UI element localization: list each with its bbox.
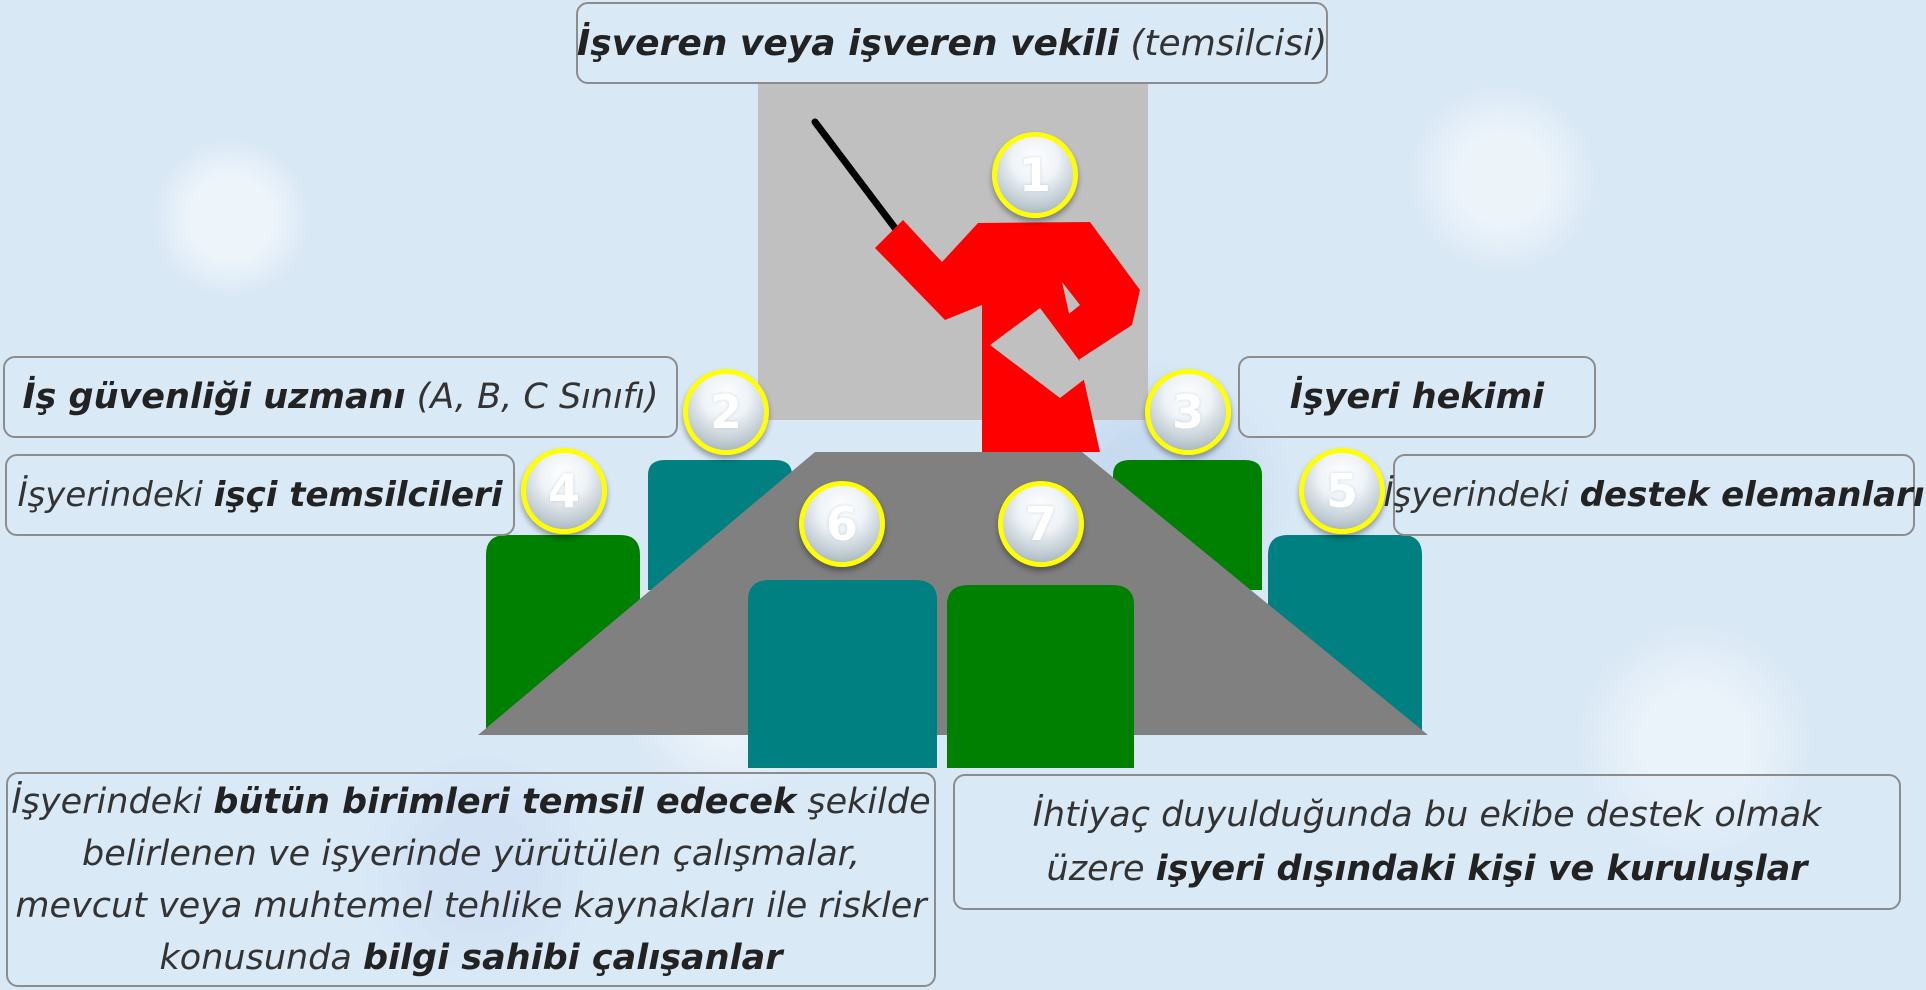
worker-representative-label: işçi temsilcileri (213, 475, 503, 515)
support-staff-prefix: İşyerindeki (1383, 475, 1580, 515)
external-support-box: İhtiyaç duyulduğunda bu ekibe destek olm… (953, 774, 1901, 910)
worker-representative-prefix: İşyerindeki (17, 475, 214, 515)
safety-expert-box: İş güvenliği uzmanı (A, B, C Sınıfı) (3, 356, 678, 438)
marker-4: 4 (521, 448, 607, 534)
marker-6: 6 (799, 481, 885, 567)
marker-5: 5 (1299, 448, 1385, 534)
workplace-doctor-box: İşyeri hekimi (1238, 356, 1596, 438)
employer-note: (temsilcisi) (1118, 22, 1328, 64)
chair-front-left (748, 580, 937, 768)
employees-bold-knowledge: bilgi sahibi çalışanlar (362, 937, 783, 978)
support-staff-box: İşyerindeki destek elemanları (1384, 454, 1924, 536)
document (990, 308, 1090, 398)
safety-expert-label: İş güvenliği uzmanı (22, 377, 406, 417)
chair-front-right (947, 585, 1134, 768)
employees-prefix-4: konusunda (159, 937, 363, 978)
support-staff-label: destek elemanları (1579, 475, 1925, 515)
external-prefix: üzere (1046, 849, 1156, 889)
marker-2: 2 (683, 369, 769, 455)
knowledgeable-employees-box: İşyerindeki bütün birimleri temsil edece… (6, 772, 936, 987)
external-bold: işyeri dışındaki kişi ve kuruluşlar (1155, 849, 1808, 889)
safety-expert-class: (A, B, C Sınıfı) (405, 377, 659, 417)
employees-bold-units: bütün birimleri temsil edecek (213, 781, 797, 822)
employees-line-2: belirlenen ve işyerinde yürütülen çalışm… (82, 833, 860, 874)
employer-box: İşveren veya işveren vekili (temsilcisi) (576, 2, 1328, 84)
employees-mid: şekilde (796, 781, 931, 822)
marker-3: 3 (1145, 369, 1231, 455)
employees-line-3: mevcut veya muhtemel tehlike kaynakları … (15, 885, 927, 926)
pointer-stick (811, 118, 902, 236)
marker-7: 7 (998, 481, 1084, 567)
worker-representative-box: İşyerindeki işçi temsilcileri (5, 454, 515, 536)
employees-prefix: İşyerindeki (11, 781, 214, 822)
external-line-1: İhtiyaç duyulduğunda bu ekibe destek olm… (1032, 795, 1822, 835)
workplace-doctor-label: İşyeri hekimi (1289, 377, 1545, 417)
employer-label: İşveren veya işveren vekili (576, 22, 1119, 64)
marker-1: 1 (992, 132, 1078, 218)
